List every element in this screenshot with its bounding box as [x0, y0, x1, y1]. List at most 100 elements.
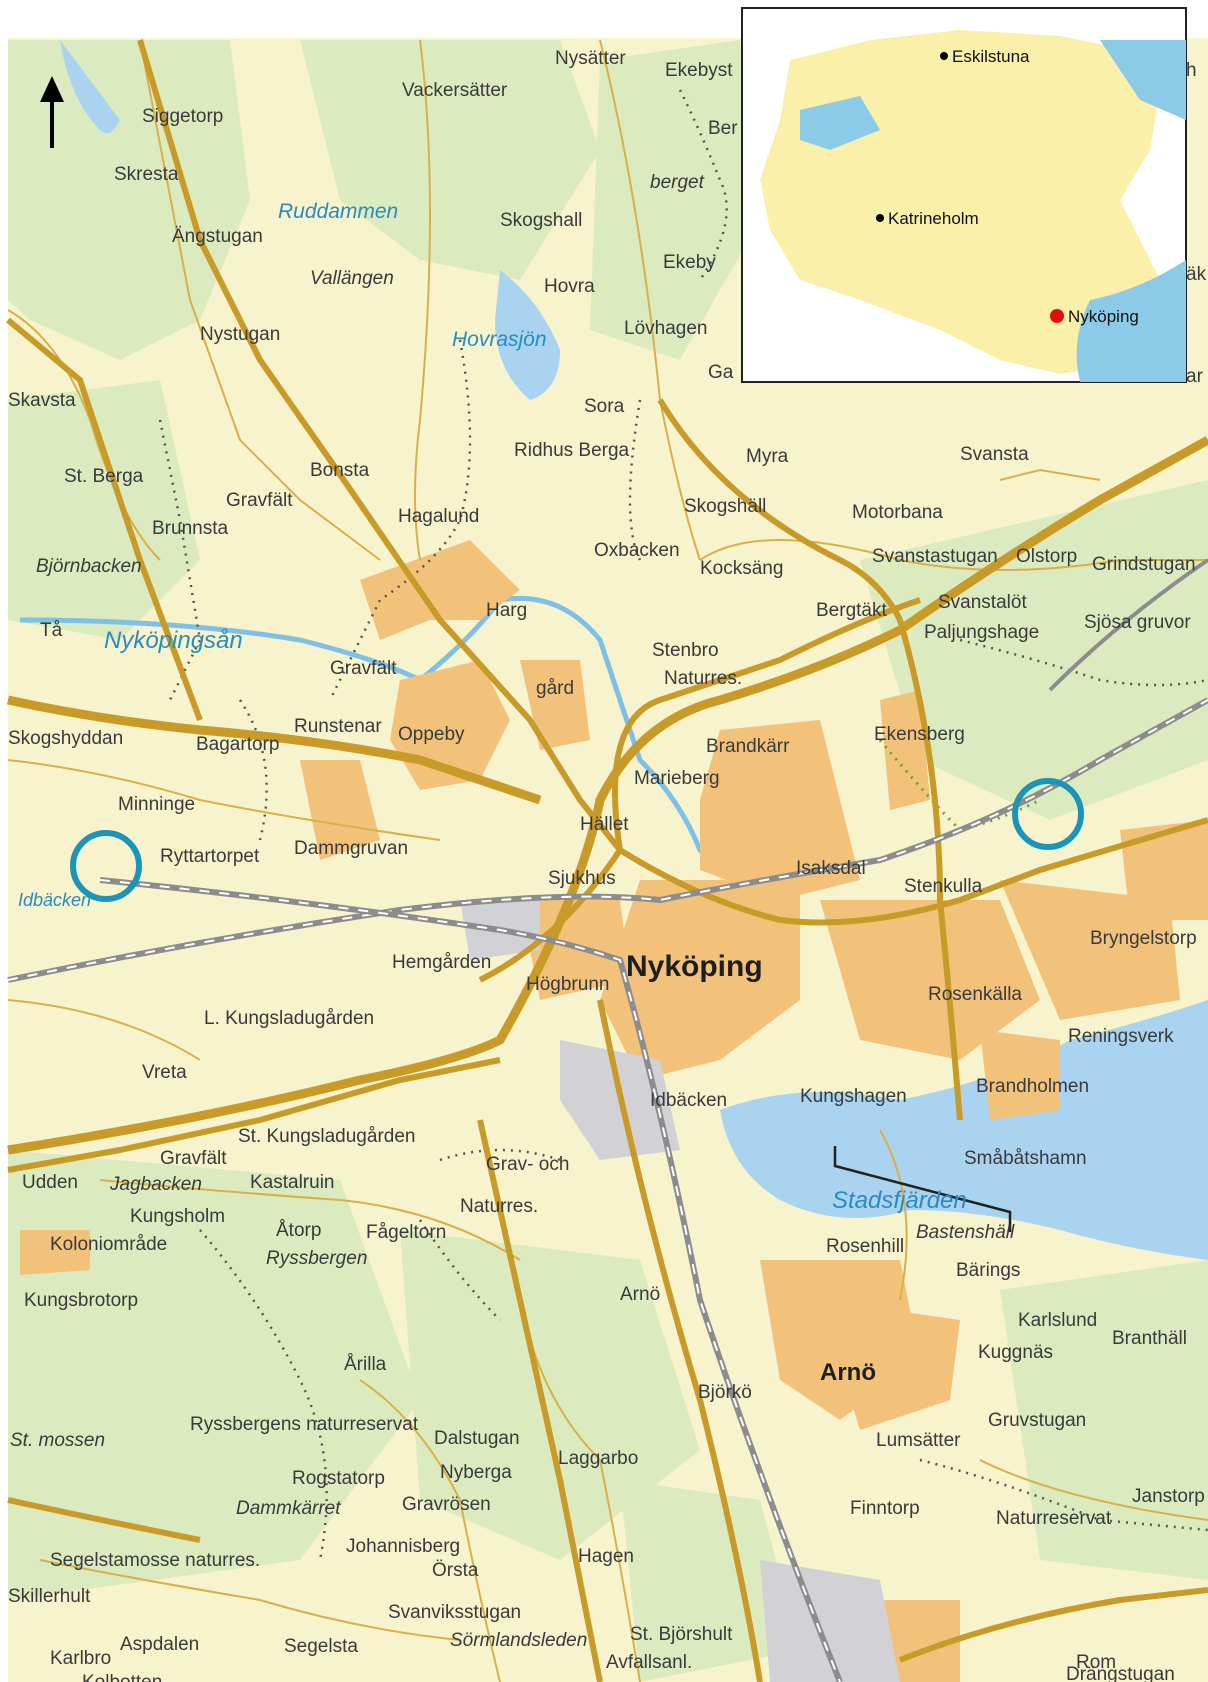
label-gravfalt-3: Gravfält [160, 1148, 227, 1169]
label-rogstatorp: Rogstatorp [292, 1468, 385, 1489]
label-hagen: Hagen [578, 1546, 634, 1567]
label-bjornbacken: Björnbacken [36, 556, 142, 577]
label-gravrosen: Gravrösen [402, 1494, 491, 1515]
label-ekebystorp: Ekebyst [665, 60, 733, 81]
label-naturres-1: Naturres. [664, 668, 742, 689]
main-roads [6, 39, 1208, 1682]
label-ak: äk [1186, 264, 1207, 285]
stadsfjarden-bay [720, 1000, 1208, 1260]
label-svanstalot: Svanstalöt [938, 592, 1027, 613]
label-sjosa-gruvor: Sjösa gruvor [1084, 612, 1191, 633]
label-arno-small: Arnö [620, 1284, 660, 1305]
label-skogshall-s: Skogshäll [684, 496, 766, 517]
water-areas [60, 40, 1208, 1260]
inset-dot-katrineholm [876, 214, 884, 222]
label-svanviksstugan: Svanviksstugan [388, 1602, 521, 1623]
label-dalstugan: Dalstugan [434, 1428, 520, 1449]
label-gard: gård [536, 678, 574, 699]
label-jagbacken: Jagbacken [109, 1174, 202, 1195]
label-finntorp: Finntorp [850, 1498, 920, 1519]
label-siggetorp: Siggetorp [142, 106, 223, 127]
label-ga: Ga [708, 362, 734, 383]
map-labels: Nysätter Ekebyst Vackersätter Siggetorp … [8, 48, 1207, 1682]
label-skresta: Skresta [114, 164, 179, 185]
label-hovra: Hovra [544, 276, 595, 297]
label-skillerhult: Skillerhult [8, 1586, 91, 1607]
label-angstugan: Ängstugan [172, 226, 263, 247]
label-oxbacken: Oxbacken [594, 540, 680, 561]
label-arilla: Årilla [344, 1354, 387, 1375]
label-fageltorn: Fågeltorn [366, 1222, 446, 1243]
label-hogbrunn: Högbrunn [526, 974, 609, 995]
label-st-bjorshult: St. Björshult [630, 1624, 733, 1645]
label-isaksdal: Isaksdal [796, 858, 866, 879]
label-sormlandsleden: Sörmlandsleden [450, 1630, 587, 1651]
inset-dot-eskilstuna [940, 52, 948, 60]
label-lovhagen: Lövhagen [624, 318, 707, 339]
label-h: h [1186, 60, 1197, 81]
label-kolbotten: Kolbotten [82, 1672, 162, 1682]
forest-areas [8, 40, 1208, 1682]
inset-label-katrineholm: Katrineholm [888, 209, 979, 228]
north-arrow-icon [40, 76, 64, 148]
label-svanstastugan: Svanstastugan [872, 546, 998, 567]
trails [158, 89, 1208, 1561]
label-rosenhill: Rosenhill [826, 1236, 904, 1257]
inset-label-eskilstuna: Eskilstuna [952, 47, 1030, 66]
label-branthall: Branthäll [1112, 1328, 1187, 1349]
site-marker-east[interactable] [1012, 778, 1084, 850]
label-smabatshamn: Småbåtshamn [964, 1148, 1087, 1169]
label-bonsta: Bonsta [310, 460, 370, 481]
label-gravfalt-2: Gravfält [330, 658, 397, 679]
label-ryssbergens-naturreservat: Ryssbergens naturreservat [190, 1414, 419, 1435]
label-skogshyddan: Skogshyddan [8, 728, 123, 749]
hovrasjon-lake [495, 270, 560, 400]
inset-sea [1076, 260, 1186, 382]
label-nykopingsan: Nyköpingsån [104, 627, 243, 654]
label-ridhus-berga: Ridhus Berga [514, 440, 630, 461]
label-kastalruin: Kastalruin [250, 1172, 335, 1193]
label-st-kungsladugarden: St. Kungsladugården [238, 1126, 415, 1147]
label-janstorp: Janstorp [1132, 1486, 1205, 1507]
label-minninge: Minninge [118, 794, 195, 815]
label-nystugan: Nystugan [200, 324, 280, 345]
label-st-mossen: St. mossen [10, 1430, 105, 1451]
site-marker-west[interactable] [70, 830, 142, 902]
label-udden: Udden [22, 1172, 78, 1193]
label-bryngelstorp: Bryngelstorp [1090, 928, 1197, 949]
label-motorbana: Motorbana [852, 502, 943, 523]
label-kuggnas: Kuggnäs [978, 1342, 1053, 1363]
label-hagalund: Hagalund [398, 506, 479, 527]
label-harg: Harg [486, 600, 527, 621]
label-rosenkalla: Rosenkälla [928, 984, 1022, 1005]
label-idbacken-center: Idbäcken [650, 1090, 727, 1111]
label-gravfalt-1: Gravfält [226, 490, 293, 511]
label-sjukhus: Sjukhus [548, 868, 616, 889]
highways [7, 436, 1208, 1155]
inset-marker-nykoping [1050, 309, 1064, 323]
label-bergtakt: Bergtäkt [816, 600, 887, 621]
label-paljungshage: Paljungshage [924, 622, 1039, 643]
minor-roads [7, 39, 1208, 1682]
label-st-berga: St. Berga [64, 466, 144, 487]
label-stadsfjarden: Stadsfjärden [832, 1187, 967, 1214]
label-brunnsta: Brunnsta [152, 518, 228, 539]
label-ekeby: Ekeby [663, 252, 716, 273]
label-hovrasjon: Hovrasjön [452, 328, 547, 351]
label-avfallsanl: Avfallsanl. [606, 1652, 692, 1673]
label-bastenshall: Bastenshäll [916, 1222, 1015, 1243]
label-kocksang: Kocksäng [700, 558, 783, 579]
inset-lake-1 [800, 96, 880, 150]
label-vreta: Vreta [142, 1062, 187, 1083]
label-rom: Rom [1076, 1652, 1116, 1673]
label-sora: Sora [584, 396, 625, 417]
label-koloniomrade: Koloniområde [50, 1234, 167, 1255]
label-oppeby: Oppeby [398, 724, 465, 745]
label-ekensberg: Ekensberg [874, 724, 965, 745]
label-vallangen: Vallängen [310, 268, 394, 289]
bracket-line [833, 1146, 1012, 1232]
label-kungsholm: Kungsholm [130, 1206, 225, 1227]
label-nysatter: Nysätter [555, 48, 626, 69]
inset-lake-2 [1100, 40, 1186, 120]
